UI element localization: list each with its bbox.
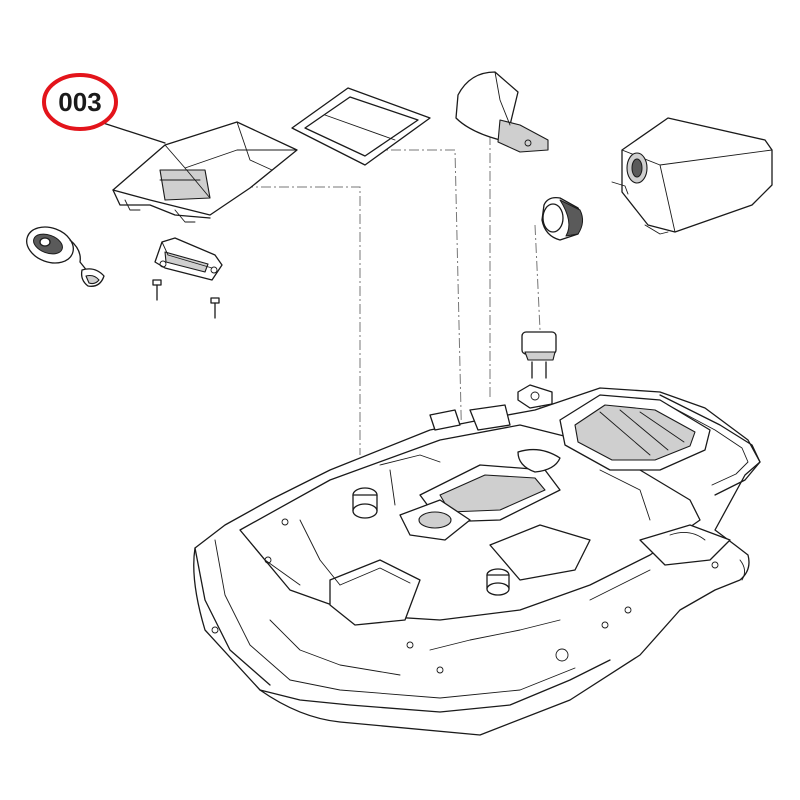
- part-knob[interactable]: [541, 197, 584, 241]
- part-gasket-window[interactable]: [291, 87, 431, 166]
- callout-003[interactable]: 003: [42, 73, 118, 131]
- part-003-top-cover[interactable]: [112, 121, 298, 223]
- screw-left: [152, 279, 162, 301]
- part-lens-connector[interactable]: [22, 221, 105, 287]
- part-rear-housing[interactable]: [611, 117, 773, 235]
- part-bracket[interactable]: [154, 237, 223, 281]
- callout-label: 003: [58, 87, 101, 117]
- part-main-chassis[interactable]: [193, 387, 761, 736]
- callout-ring: [42, 73, 118, 131]
- part-sensor-plug[interactable]: [517, 331, 557, 409]
- part-handle-flap[interactable]: [455, 71, 549, 153]
- callout-leader-line: [99, 121, 166, 144]
- screw-right: [210, 297, 220, 319]
